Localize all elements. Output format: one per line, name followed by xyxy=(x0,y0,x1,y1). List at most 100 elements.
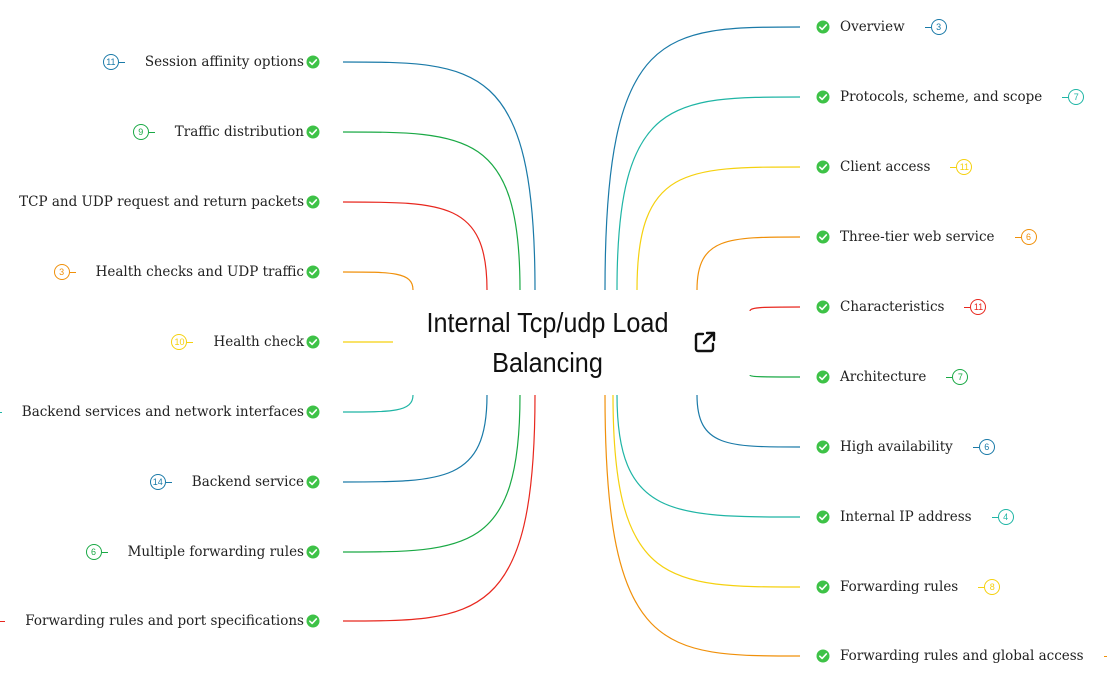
branch-node-backend-service[interactable]: Backend service 14 xyxy=(149,472,328,492)
check-circle-icon xyxy=(816,510,830,524)
child-count-badge: 9 xyxy=(132,124,149,140)
connector-session-affinity-options xyxy=(342,61,536,291)
child-count-collapse-toggle[interactable]: 6 xyxy=(972,439,995,455)
branch-label: Backend services and network interfaces xyxy=(21,404,304,420)
connector-forwarding-rules-and-global-access xyxy=(604,394,801,657)
check-circle-icon xyxy=(816,580,830,594)
badge-connector xyxy=(991,516,998,518)
central-topic-title: Internal Tcp/udp Load Balancing xyxy=(426,307,669,378)
child-count-collapse-toggle[interactable]: 3 xyxy=(924,19,947,35)
check-circle-icon xyxy=(306,475,320,489)
check-circle-icon xyxy=(306,55,320,69)
connector-backend-services-and-network-interfaces xyxy=(342,394,414,413)
child-count-collapse-toggle[interactable]: 3 xyxy=(53,264,76,280)
branch-node-health-checks-and-udp-traffic[interactable]: Health checks and UDP traffic 3 xyxy=(53,262,328,282)
check-circle-icon xyxy=(816,20,830,34)
branch-label: Backend service xyxy=(191,474,304,490)
check-circle-icon xyxy=(306,195,320,209)
child-count-badge: 3 xyxy=(53,264,70,280)
badge-connector xyxy=(101,551,108,553)
child-count-badge: 11 xyxy=(956,159,973,175)
check-circle-icon xyxy=(306,265,320,279)
child-count-collapse-toggle[interactable]: 7 xyxy=(946,369,969,385)
branch-label: TCP and UDP request and return packets xyxy=(19,194,304,210)
child-count-collapse-toggle[interactable]: 7 xyxy=(1062,89,1085,105)
child-count-badge: 6 xyxy=(85,544,102,560)
child-count-badge: 11 xyxy=(102,54,119,70)
connector-traffic-distribution xyxy=(342,131,521,291)
badge-connector xyxy=(964,306,971,308)
child-count-collapse-toggle[interactable]: 9 xyxy=(132,124,155,140)
badge-connector xyxy=(0,620,6,622)
child-count-badge: 3 xyxy=(930,19,947,35)
branch-node-forwarding-rules-and-global-access[interactable]: Forwarding rules and global access 2 xyxy=(816,646,1107,666)
branch-node-internal-ip-address[interactable]: Internal IP address 4 xyxy=(816,507,1014,527)
branch-label: Overview xyxy=(840,19,905,35)
branch-label: Protocols, scheme, and scope xyxy=(840,89,1043,105)
child-count-collapse-toggle[interactable]: 10 xyxy=(171,334,194,350)
connector-backend-service xyxy=(342,394,488,483)
child-count-badge: 8 xyxy=(984,579,1001,595)
child-count-badge: 7 xyxy=(952,369,969,385)
check-circle-icon xyxy=(306,545,320,559)
child-count-collapse-toggle[interactable]: 2 xyxy=(1103,648,1107,664)
child-count-badge: 10 xyxy=(171,334,188,350)
branch-node-backend-services-and-network-interfaces[interactable]: Backend services and network interfaces 2 xyxy=(0,402,328,422)
branch-node-forwarding-rules-and-port-specifications[interactable]: Forwarding rules and port specifications… xyxy=(0,611,328,631)
branch-label: Health check xyxy=(213,334,304,350)
branch-node-overview[interactable]: Overview 3 xyxy=(816,17,947,37)
connector-internal-ip-address xyxy=(616,394,801,518)
child-count-collapse-toggle[interactable]: 11 xyxy=(950,159,973,175)
child-count-collapse-toggle[interactable]: 4 xyxy=(991,509,1014,525)
branch-node-health-check[interactable]: Health check 10 xyxy=(171,332,328,352)
child-count-badge: 6 xyxy=(1020,229,1037,245)
connector-tcp-and-udp-request-and-return-packets xyxy=(342,201,488,291)
badge-connector xyxy=(1014,236,1021,238)
child-count-collapse-toggle[interactable]: 11 xyxy=(964,299,987,315)
connector-multiple-forwarding-rules xyxy=(342,394,521,553)
child-count-collapse-toggle[interactable]: 8 xyxy=(978,579,1001,595)
check-circle-icon xyxy=(816,370,830,384)
branch-node-tcp-and-udp-request-and-return-packets[interactable]: TCP and UDP request and return packets9 xyxy=(0,192,328,212)
branch-label: Health checks and UDP traffic xyxy=(95,264,304,280)
child-count-collapse-toggle[interactable]: 6 xyxy=(85,544,108,560)
connector-health-checks-and-udp-traffic xyxy=(342,271,414,291)
child-count-collapse-toggle[interactable]: 11 xyxy=(102,54,125,70)
badge-connector xyxy=(148,131,155,133)
connector-protocols-scheme-and-scope xyxy=(616,96,801,291)
connector-architecture xyxy=(749,374,801,378)
badge-connector xyxy=(1062,96,1069,98)
central-topic[interactable]: Internal Tcp/udp Load Balancing xyxy=(419,303,676,383)
connector-forwarding-rules xyxy=(612,394,801,588)
child-count-badge: 4 xyxy=(997,509,1014,525)
child-count-collapse-toggle[interactable]: 10 xyxy=(0,613,6,629)
connector-high-availability xyxy=(696,394,801,448)
connector-overview xyxy=(604,26,801,291)
branch-label: Internal IP address xyxy=(840,509,972,525)
badge-connector xyxy=(1103,655,1107,657)
badge-connector xyxy=(118,61,125,63)
check-circle-icon xyxy=(306,125,320,139)
child-count-collapse-toggle[interactable]: 2 xyxy=(0,404,2,420)
check-circle-icon xyxy=(306,405,320,419)
child-count-badge: 11 xyxy=(970,299,987,315)
child-count-collapse-toggle[interactable]: 14 xyxy=(149,474,172,490)
badge-connector xyxy=(187,341,194,343)
child-count-collapse-toggle[interactable]: 6 xyxy=(1014,229,1037,245)
open-external-icon[interactable] xyxy=(692,329,718,355)
branch-node-protocols-scheme-and-scope[interactable]: Protocols, scheme, and scope 7 xyxy=(816,87,1085,107)
branch-label: Forwarding rules and global access xyxy=(840,648,1084,664)
badge-connector xyxy=(924,26,931,28)
branch-label: Forwarding rules and port specifications xyxy=(25,613,304,629)
